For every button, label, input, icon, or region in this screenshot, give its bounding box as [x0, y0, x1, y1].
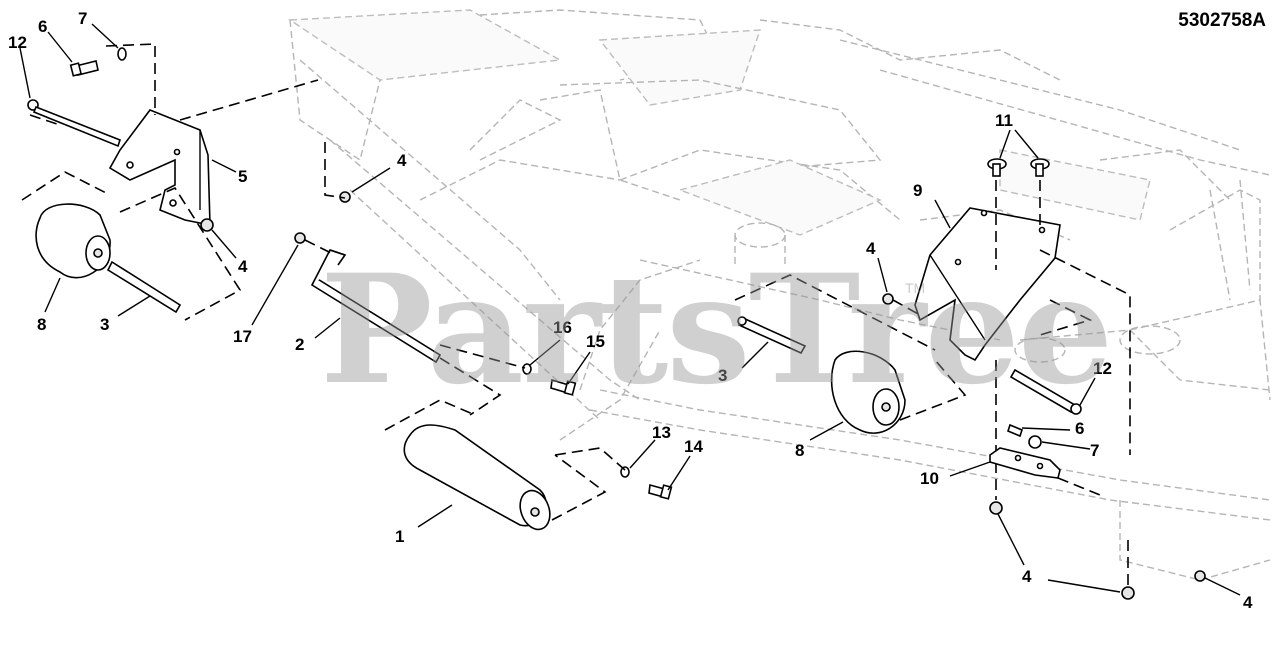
- callout-17: 17: [233, 327, 252, 346]
- rod-2: [310, 249, 442, 364]
- callout-15: 15: [586, 332, 605, 351]
- callout-4-right-upper: 4: [866, 239, 876, 258]
- watermark-trademark: TM: [905, 280, 926, 296]
- callout-numbers: 12 6 7 5 4 8 3 4 17 2 16 15 1 13 14 3 8 …: [8, 9, 1253, 612]
- carriage-bolt-11a: [987, 158, 1007, 177]
- callout-3-right: 3: [718, 366, 727, 385]
- callout-4-right-mid: 4: [1022, 567, 1032, 586]
- nut-4-right-mid: [989, 501, 1003, 515]
- callout-9: 9: [913, 181, 922, 200]
- callout-12-left: 12: [8, 33, 27, 52]
- bracket-5: [108, 109, 211, 226]
- bolt-12-left: [27, 99, 121, 148]
- callout-4-middle: 4: [397, 151, 407, 170]
- leader-lines: [19, 23, 1241, 596]
- bolt-12-right: [1009, 368, 1082, 415]
- watermark-text: PartsTree: [320, 242, 1113, 418]
- callout-5: 5: [238, 167, 247, 186]
- bolt-14: [648, 483, 673, 500]
- roller-1: [403, 424, 551, 531]
- washer-7-right: [1028, 435, 1042, 449]
- callout-6-right: 6: [1075, 419, 1084, 438]
- nut-4-bottom: [1121, 586, 1135, 600]
- callout-4-far-right: 4: [1243, 593, 1253, 612]
- callout-1: 1: [395, 527, 404, 546]
- washer-7-left: [117, 47, 127, 61]
- washer-16: [522, 363, 532, 375]
- callout-14: 14: [684, 437, 703, 456]
- nut-4-far-right: [1194, 570, 1206, 582]
- callout-13: 13: [652, 423, 671, 442]
- callout-10: 10: [920, 469, 939, 488]
- carriage-bolt-11b: [1030, 158, 1050, 177]
- callout-12-right: 12: [1093, 359, 1112, 378]
- callout-8-right: 8: [795, 441, 804, 460]
- callout-7-right: 7: [1090, 441, 1099, 460]
- axle-3-right: [737, 316, 807, 355]
- wheel-8-left: [35, 203, 111, 279]
- bolt-6-right: [1007, 423, 1023, 438]
- bolt-15: [550, 378, 577, 396]
- bolt-6-left: [69, 60, 99, 77]
- callout-7-left: 7: [78, 9, 87, 28]
- diagram-id: 5302758A: [1178, 10, 1266, 31]
- nut-17: [294, 232, 306, 244]
- plate-10: [989, 447, 1061, 479]
- washer-13: [620, 466, 630, 478]
- callout-2: 2: [295, 335, 304, 354]
- callout-8-left: 8: [37, 315, 46, 334]
- wheel-8-right: [830, 350, 906, 434]
- callout-4-left: 4: [238, 257, 248, 276]
- callout-16: 16: [553, 318, 572, 337]
- callout-3-left: 3: [100, 315, 109, 334]
- deck-frame-outline: [287, 9, 1271, 581]
- bracket-9: [914, 207, 1061, 362]
- axle-3-left: [106, 260, 182, 314]
- nut-4-right-upper: [882, 293, 894, 305]
- callout-6-left: 6: [38, 17, 47, 36]
- callout-11: 11: [995, 111, 1013, 130]
- nut-4-left: [200, 218, 214, 232]
